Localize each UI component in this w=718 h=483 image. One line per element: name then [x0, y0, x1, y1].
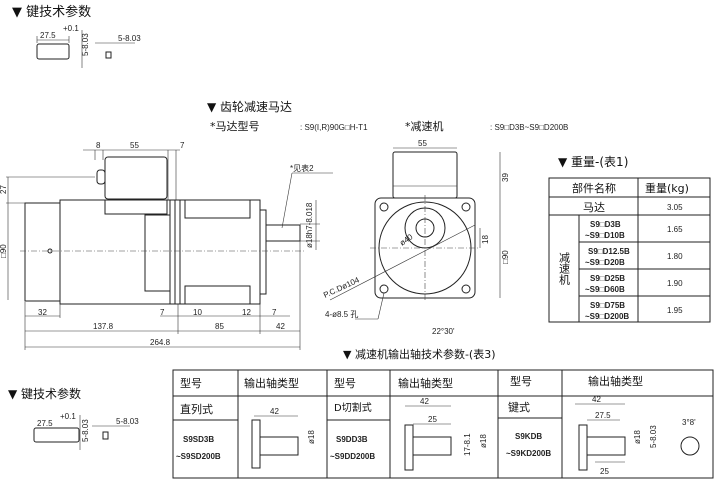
dimension-label: 输出轴类型: [588, 374, 643, 388]
dimension-label: 输出轴类型: [244, 376, 299, 390]
dimension-label: 5-8.03: [81, 33, 90, 56]
dimension-label: 型号: [180, 376, 202, 390]
motor-model-label: *马达型号: [210, 119, 260, 133]
gear-motor-title: ▼ 齿轮减速马达: [207, 100, 292, 114]
dimension-label: 42: [276, 322, 285, 331]
dimension-label: 22°30': [432, 327, 455, 336]
dimension-label: □90: [501, 250, 510, 264]
key-drawing-top: 27.5 +0.1 5-8.03 5-8.03: [36, 24, 141, 68]
dimension-label: 27.5: [40, 31, 56, 40]
dimension-label: 输出轴类型: [398, 376, 453, 390]
dimension-label: 1.90: [667, 279, 683, 288]
dimension-label: S9SD3B: [183, 435, 214, 444]
dimension-label: 42: [420, 397, 429, 406]
dimension-label: 4-ø8.5 孔: [325, 310, 358, 319]
dimension-label: 32: [38, 308, 47, 317]
dimension-label: 减速机: [558, 252, 571, 285]
dimension-label: 8: [96, 141, 101, 150]
dimension-label: 55: [130, 141, 139, 150]
dimension-label: 7: [160, 308, 165, 317]
dimension-label: ~S9DD200B: [330, 452, 375, 461]
key-title-top: ▼ 键技术参数: [12, 4, 91, 20]
dimension-label: 264.8: [150, 338, 171, 347]
dimension-label: ~S9□D20B: [585, 258, 625, 267]
dimension-label: 17-8.1: [463, 433, 472, 456]
dimension-label: 42: [592, 395, 601, 404]
shaft-table-title: ▼ 减速机输出轴技术参数-(表3): [343, 347, 496, 361]
dimension-label: 85: [215, 322, 224, 331]
dimension-label: 1.65: [667, 225, 683, 234]
dimension-label: □90: [0, 244, 8, 258]
side-view: 8 55 7 27 □90 *见表2 ø18h7-8.018 32 7 10 1…: [0, 141, 333, 350]
dimension-label: 马达: [583, 201, 605, 214]
dimension-label: 12: [242, 308, 251, 317]
dimension-label: 18: [481, 235, 490, 244]
dimension-label: +0.1: [63, 24, 79, 33]
dimension-label: S9□D12.5B: [588, 247, 630, 256]
dimension-label: ~S9□D10B: [585, 231, 625, 240]
see-table2-note: *见表2: [290, 163, 314, 173]
dimension-label: 型号: [334, 376, 356, 390]
dimension-label: 5-8.03: [649, 425, 658, 448]
dimension-label: 39: [501, 173, 510, 182]
keyed-shaft-drawing: 42 27.5 ø18 5-8.03 25 3°8': [575, 395, 700, 476]
front-view: 55 39 18 □90 ø40 P.C.Dø104 4-ø8.5 孔 22°3…: [322, 139, 510, 336]
weight-row: S9□D75B ~S9□D200B 1.95: [585, 301, 683, 321]
dimension-label: 137.8: [93, 322, 114, 331]
weight-row: S9□D3B ~S9□D10B 1.65: [585, 220, 683, 240]
dimension-label: ~S9KD200B: [506, 449, 551, 458]
dimension-label: S9DD3B: [336, 435, 368, 444]
dimension-label: 5-8.03: [118, 34, 141, 43]
dimension-label: S9□D25B: [590, 274, 625, 283]
dimension-label: ø18: [307, 430, 316, 444]
reducer-value: : S9□D3B~S9□D200B: [490, 123, 568, 132]
key-title-bottom: ▼ 键技术参数: [8, 386, 81, 401]
motor-model-value: : S9(I,R)90G□H-T1: [300, 123, 368, 132]
dimension-label: 27.5: [595, 411, 611, 420]
dimension-label: S9□D3B: [590, 220, 621, 229]
key-drawing-bottom: 27.5 +0.1 5-8.03 5-8.03: [33, 412, 139, 450]
weight-table-title: ▼ 重量-(表1): [558, 155, 628, 169]
weight-row: S9□D12.5B ~S9□D20B 1.80: [585, 247, 683, 267]
dimension-label: 型号: [510, 374, 532, 388]
dimension-label: +0.1: [60, 412, 76, 421]
dimension-label: ~S9□D200B: [585, 312, 629, 321]
dimension-label: 重量(kg): [645, 181, 689, 195]
dimension-label: 27.5: [37, 419, 53, 428]
dimension-label: 25: [428, 415, 437, 424]
dimension-label: 27: [0, 185, 8, 194]
dimension-label: 直列式: [180, 402, 213, 416]
reducer-label: *减速机: [405, 119, 444, 133]
dimension-label: 键式: [508, 400, 530, 414]
dimension-label: 3°8': [682, 418, 696, 427]
dimension-label: 25: [600, 467, 609, 476]
dimension-label: 55: [418, 139, 427, 148]
dimension-label: 1.95: [667, 306, 683, 315]
dimension-label: ~S9□D60B: [585, 285, 625, 294]
shaft-table: 型号 输出轴类型 型号 输出轴类型 型号 输出轴类型 直列式 D切割式 键式 S…: [172, 369, 714, 479]
dimension-label: 5-8.03: [81, 419, 90, 442]
dimension-label: 42: [270, 407, 279, 416]
dimension-label: ø40: [398, 232, 415, 248]
dcut-shaft-drawing: 42 25 17-8.1 ø18: [404, 397, 488, 471]
dimension-label: ø18: [479, 434, 488, 448]
weight-table: 部件名称 重量(kg) 马达 3.05 减速机 S9□D3B ~S9□D10B 1.…: [548, 177, 711, 323]
dimension-label: ~S9SD200B: [176, 452, 221, 461]
straight-shaft-drawing: 42 ø18: [251, 407, 316, 469]
dimension-label: 10: [193, 308, 202, 317]
dimension-label: 7: [272, 308, 277, 317]
dimension-label: ø18: [633, 430, 642, 444]
weight-row: S9□D25B ~S9□D60B 1.90: [585, 274, 683, 294]
dimension-label: 7: [180, 141, 185, 150]
dimension-label: P.C.Dø104: [322, 275, 361, 300]
dimension-label: S9KDB: [515, 432, 542, 441]
dimension-label: 5-8.03: [116, 417, 139, 426]
dimension-label: 1.80: [667, 252, 683, 261]
dimension-label: D切割式: [334, 401, 372, 414]
dimension-label: 部件名称: [572, 181, 616, 195]
dimension-label: 3.05: [667, 203, 683, 212]
dimension-label: ø18h7-8.018: [305, 202, 314, 248]
dimension-label: S9□D75B: [590, 301, 625, 310]
